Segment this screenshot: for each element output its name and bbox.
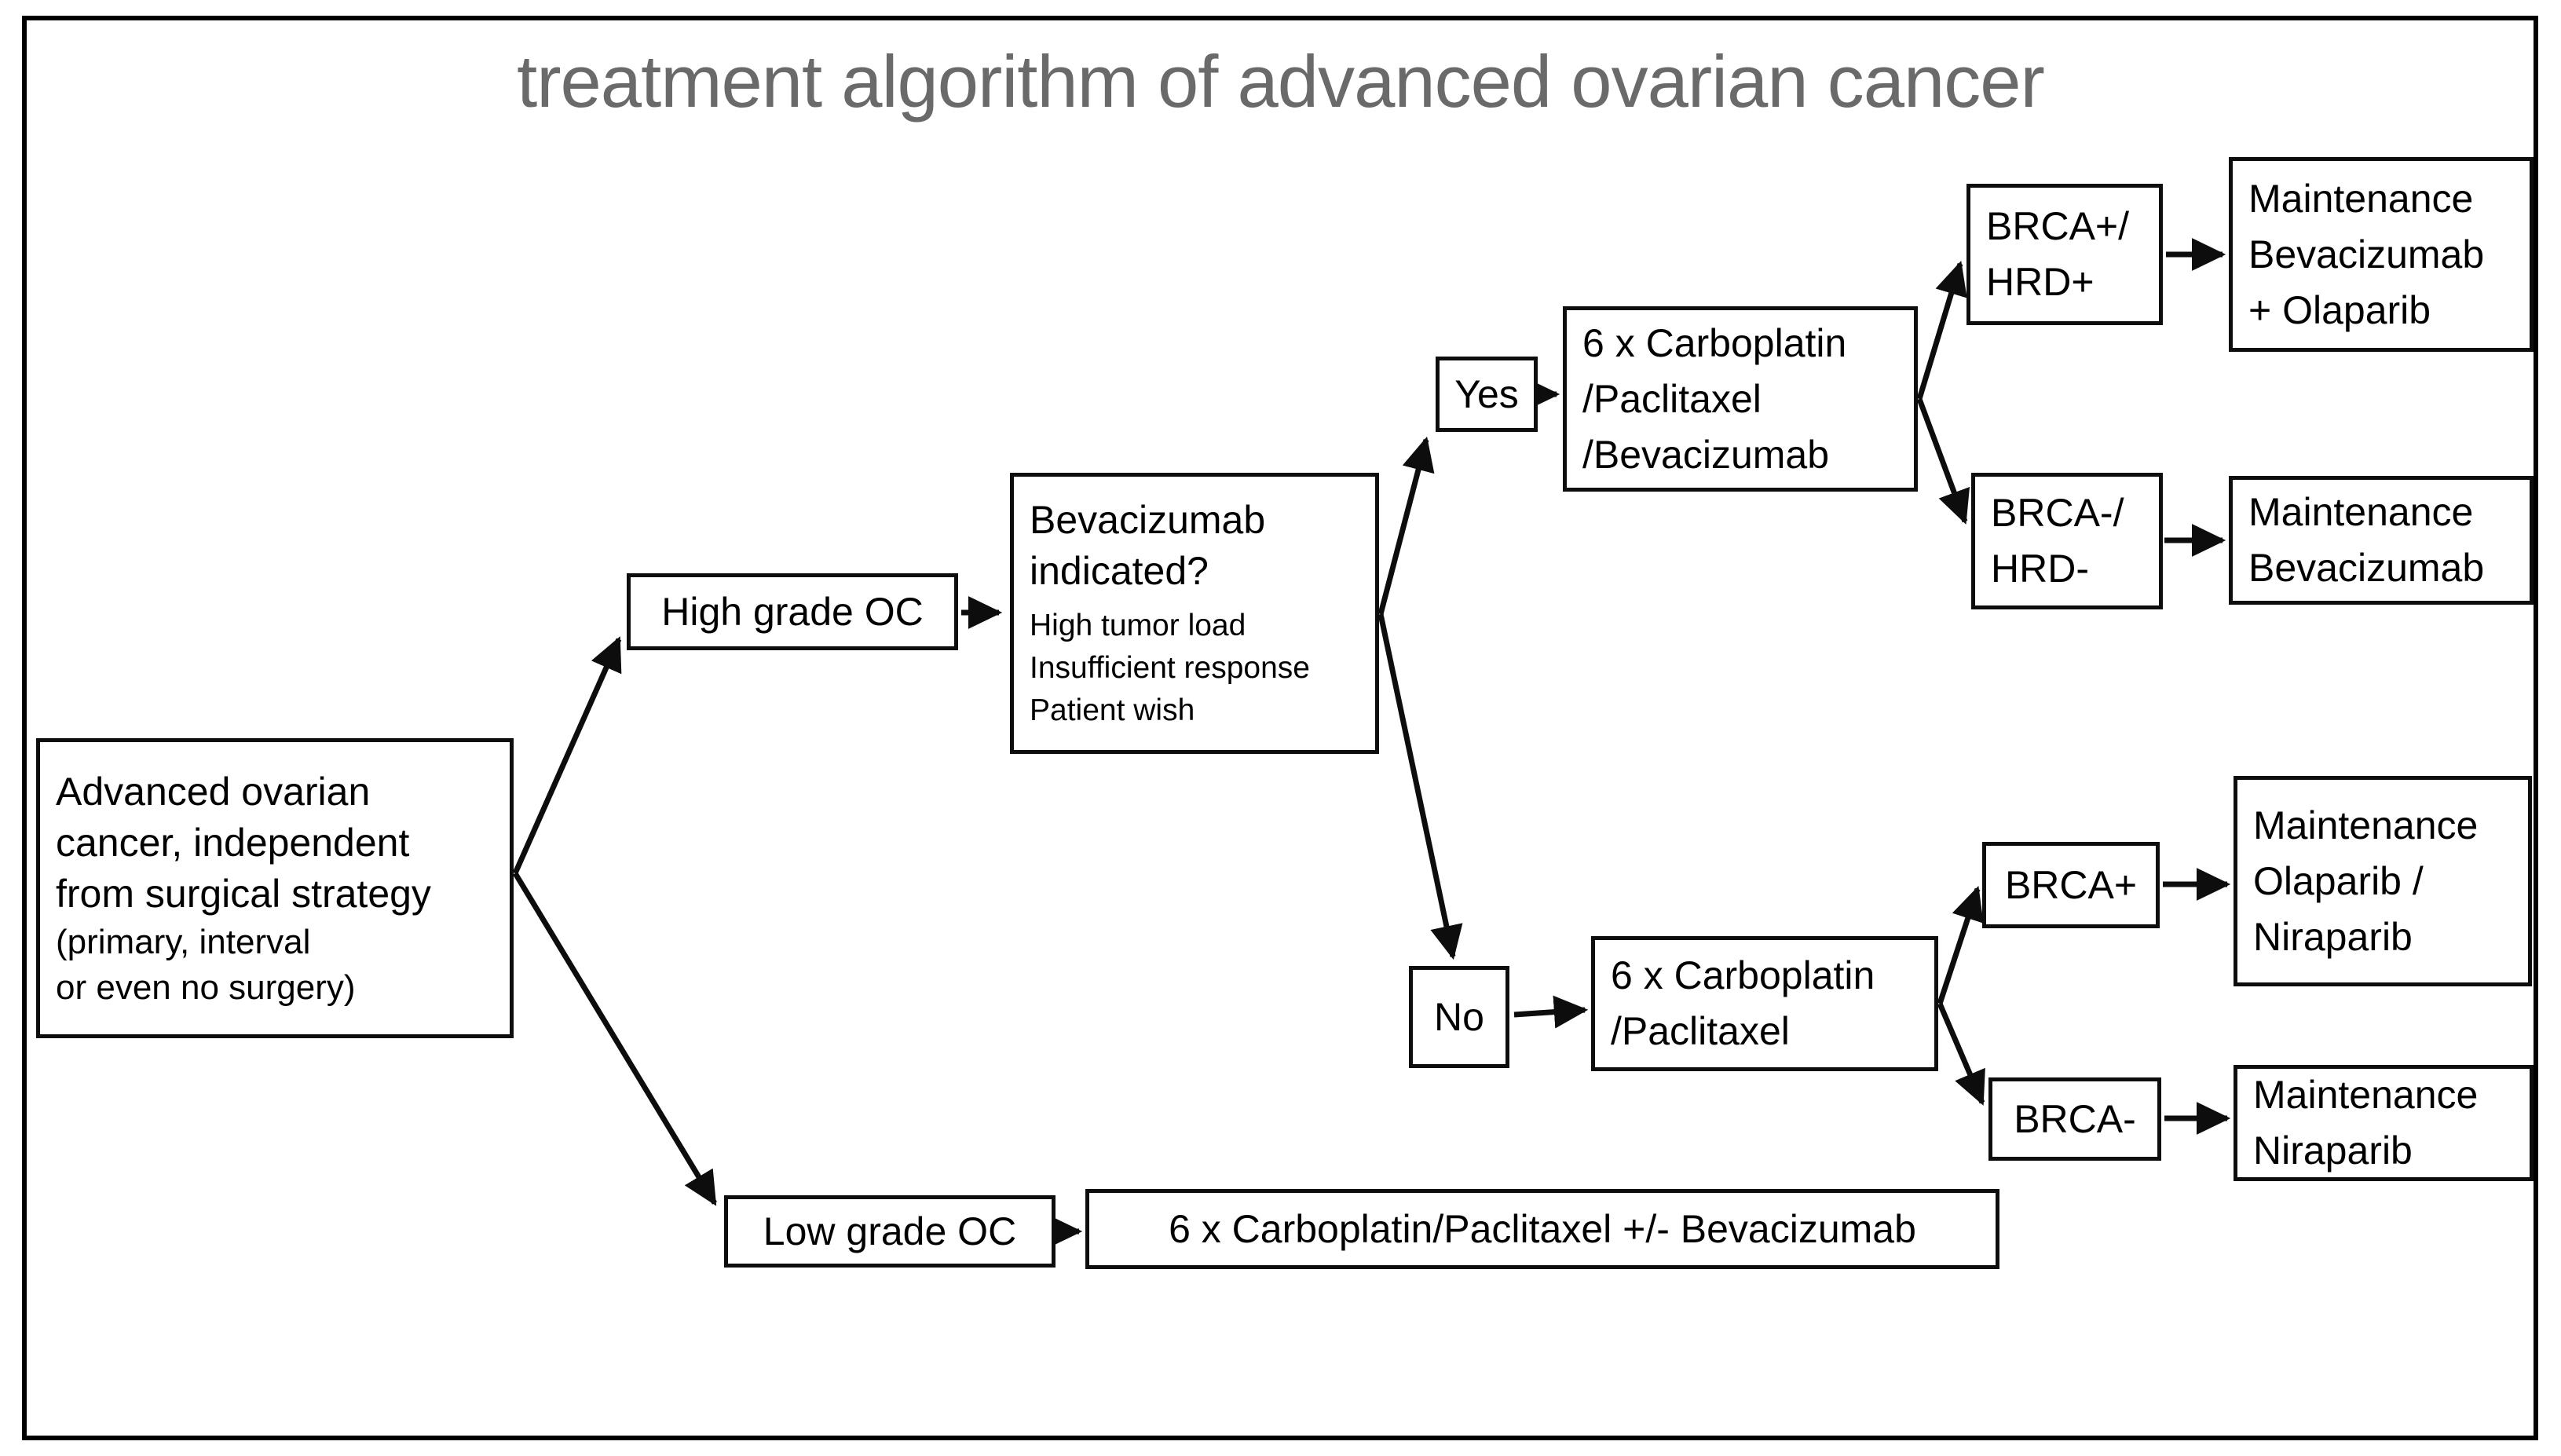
arrow-bevquestion-to-yes xyxy=(1377,436,1435,615)
node-advanced-main-text: Advanced ovarian cancer, independent fro… xyxy=(56,770,431,916)
arrow-chemobev-to-brcahrdneg xyxy=(1916,397,1970,525)
node-chemo-label: 6 x Carboplatin /Paclitaxel xyxy=(1611,953,1875,1053)
node-low-grade-label: Low grade OC xyxy=(763,1209,1017,1253)
arrow-chemo-to-brcaneg xyxy=(1937,1002,1985,1106)
node-brca-neg-hrd-neg: BRCA-/ HRD- xyxy=(1971,473,2163,609)
node-bevquestion-main-text: Bevacizumab indicated? xyxy=(1030,498,1266,594)
arrow-no-to-chemo xyxy=(1513,995,1589,1029)
node-no-label: No xyxy=(1434,994,1484,1039)
node-brca-hrd-pos-label: BRCA+/ HRD+ xyxy=(1986,204,2130,304)
node-no: No xyxy=(1409,966,1509,1068)
node-maint-nira-label: Maintenance Niraparib xyxy=(2253,1073,2479,1172)
node-brca-neg-label: BRCA- xyxy=(2014,1096,2136,1141)
arrow-chemobev-to-brcahrdpos xyxy=(1916,260,1967,401)
node-maintenance-bev-olaparib: Maintenance Bevacizumab + Olaparib xyxy=(2229,157,2534,352)
node-brca-pos: BRCA+ xyxy=(1982,842,2160,928)
node-brca-neg: BRCA- xyxy=(1988,1077,2161,1161)
node-advanced-ovarian-cancer: Advanced ovarian cancer, independent fro… xyxy=(36,738,514,1038)
diagram-title: treatment algorithm of advanced ovarian … xyxy=(517,40,2045,123)
arrow-advanced-to-highgrade xyxy=(512,636,622,875)
node-chemo-bev-label: 6 x Carboplatin /Paclitaxel /Bevacizumab xyxy=(1582,320,1847,477)
node-maintenance-olaparib-niraparib: Maintenance Olaparib / Niraparib xyxy=(2234,776,2532,986)
node-chemo: 6 x Carboplatin /Paclitaxel xyxy=(1591,936,1938,1071)
node-low-grade-chemo: 6 x Carboplatin/Paclitaxel +/- Bevacizum… xyxy=(1085,1189,1999,1269)
node-chemo-bevacizumab: 6 x Carboplatin /Paclitaxel /Bevacizumab xyxy=(1563,306,1918,492)
arrow-bevquestion-to-no xyxy=(1377,613,1463,960)
node-bevquestion-sub-text: High tumor load Insufficient response Pa… xyxy=(1030,609,1310,727)
node-yes-label: Yes xyxy=(1454,371,1519,416)
node-high-grade-oc: High grade OC xyxy=(627,573,958,650)
node-advanced-sub-text: (primary, interval or even no surgery) xyxy=(56,923,356,1007)
outer-frame xyxy=(22,16,2538,1440)
arrow-chemo-to-brcapos xyxy=(1937,886,1984,1005)
node-low-grade-oc: Low grade OC xyxy=(724,1195,1055,1268)
node-maint-bev-ola-label: Maintenance Bevacizumab + Olaparib xyxy=(2248,176,2485,332)
arrow-advanced-to-lowgrade xyxy=(513,872,717,1206)
node-bevacizumab-indicated: Bevacizumab indicated? High tumor load I… xyxy=(1010,473,1379,754)
node-low-grade-chemo-label: 6 x Carboplatin/Paclitaxel +/- Bevacizum… xyxy=(1169,1206,1916,1251)
node-maintenance-niraparib: Maintenance Niraparib xyxy=(2234,1065,2534,1181)
node-brca-hrd-neg-label: BRCA-/ HRD- xyxy=(1991,491,2124,591)
node-brca-pos-hrd-pos: BRCA+/ HRD+ xyxy=(1966,184,2163,325)
node-maint-bev-label: Maintenance Bevacizumab xyxy=(2248,490,2485,590)
node-maint-ola-nira-label: Maintenance Olaparib / Niraparib xyxy=(2253,803,2479,959)
node-yes: Yes xyxy=(1436,357,1538,432)
node-brca-pos-label: BRCA+ xyxy=(2004,862,2138,907)
node-maintenance-bevacizumab: Maintenance Bevacizumab xyxy=(2229,476,2534,605)
node-high-grade-label: High grade OC xyxy=(661,589,924,634)
